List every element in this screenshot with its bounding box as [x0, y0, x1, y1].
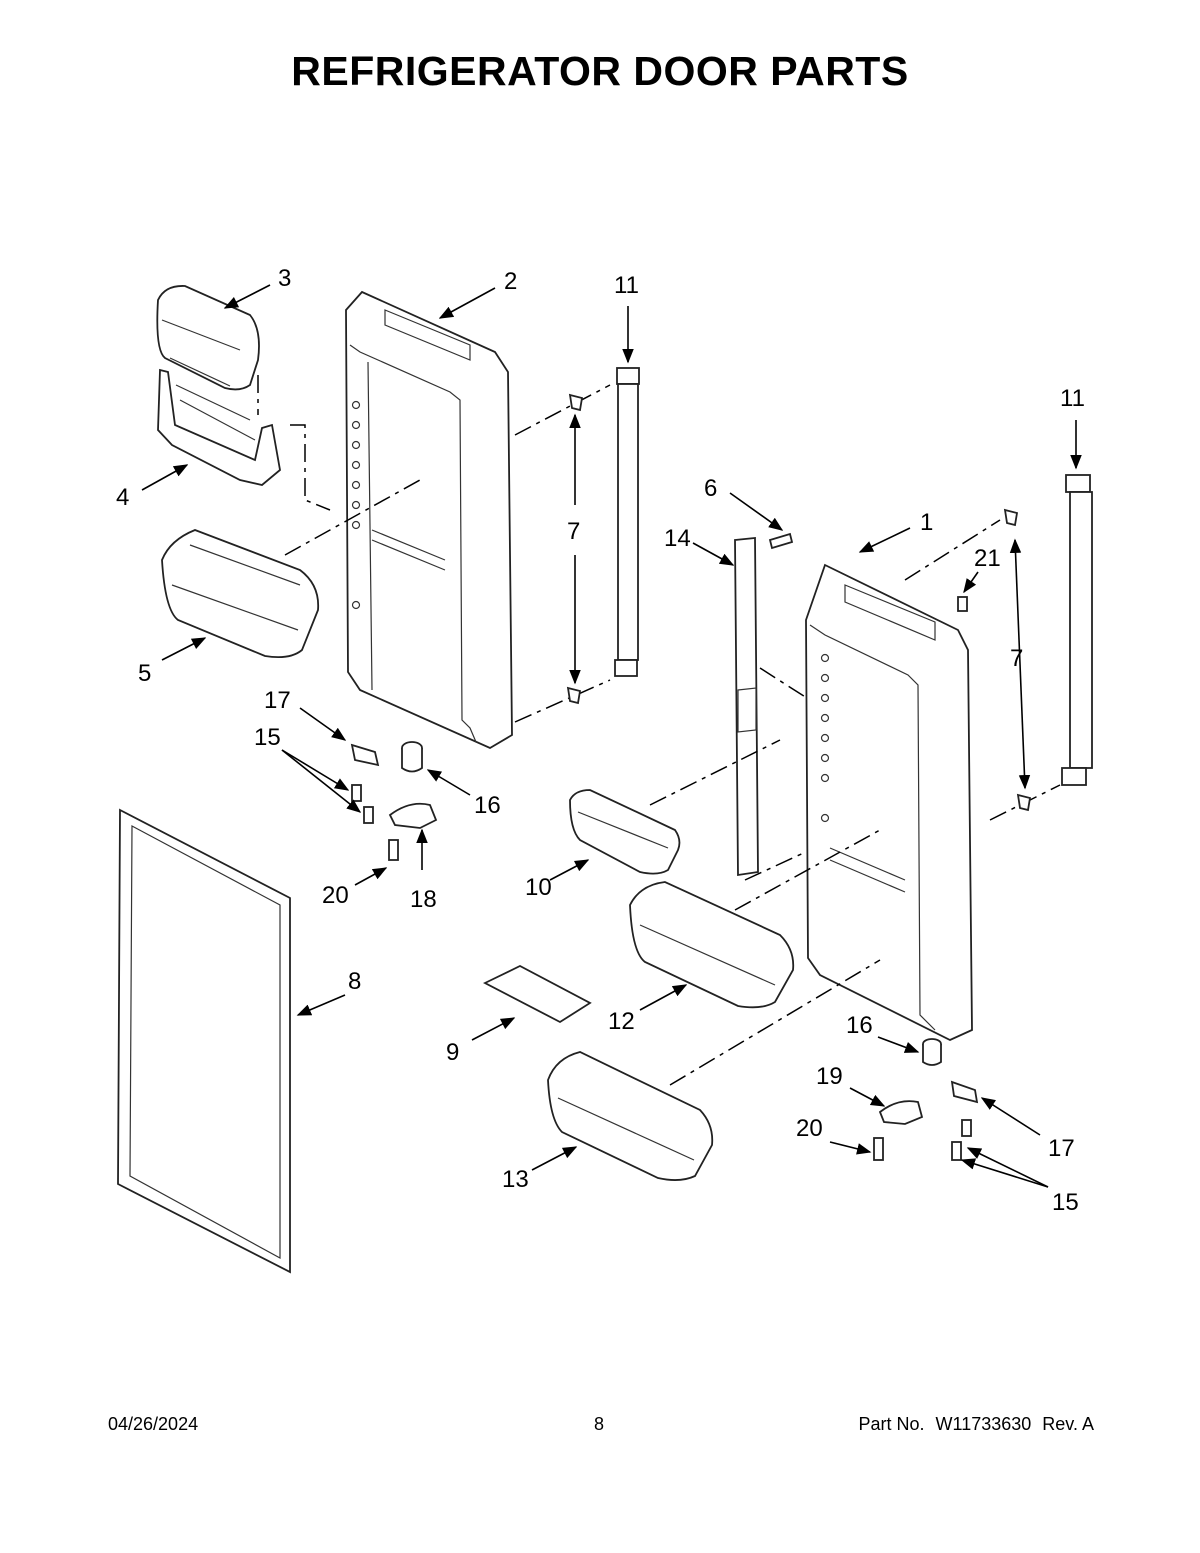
assembly-line: [669, 959, 881, 1086]
part-10-small-bin: [569, 789, 681, 875]
page-title: REFRIGERATOR DOOR PARTS: [291, 48, 909, 94]
assembly-line: [759, 667, 811, 701]
part-13-door-bin: [547, 1051, 714, 1181]
callout-7-right: 7: [1010, 645, 1023, 672]
callout-21: 21: [974, 545, 1001, 572]
callout-18: 18: [410, 886, 437, 913]
callout-10: 10: [525, 874, 552, 901]
assembly-line: [514, 679, 611, 723]
part-18-door-closer-left: [388, 802, 438, 829]
assembly-line: [290, 424, 331, 511]
footer-page-number: 8: [594, 1414, 605, 1434]
part-15-screw-right: [951, 1119, 972, 1161]
part-4-dairy-bin: [157, 368, 281, 486]
assembly-line: [744, 849, 811, 881]
part-20-screw-right: [873, 1137, 884, 1161]
assembly-line: [734, 829, 881, 911]
part-14-mullion: [734, 537, 759, 877]
callout-1: 1: [920, 509, 933, 536]
part-2-left-door: [345, 290, 513, 750]
callout-labels: 3 2 11 4 7 5 6 14 1 11 21 7 17 15 16 18 …: [116, 265, 1085, 1216]
callout-17-left: 17: [264, 687, 291, 714]
callout-16-left: 16: [474, 792, 501, 819]
callout-15-right: 15: [1052, 1189, 1079, 1216]
part-7-screw: [566, 393, 584, 705]
callout-11-right: 11: [1060, 385, 1085, 412]
part-17-hinge-bracket-left: [350, 743, 380, 767]
part-16-hinge-bushing-left: [401, 741, 423, 773]
callout-5: 5: [138, 660, 151, 687]
part-5-door-bin: [161, 529, 320, 659]
footer-part-info: Part No. W11733630 Rev. A: [852, 1414, 1094, 1435]
callout-7-left: 7: [567, 518, 580, 545]
assembly-line: [284, 479, 421, 556]
part-8-door-gasket: [117, 808, 291, 1274]
callout-3: 3: [278, 265, 291, 292]
callout-11-left: 11: [614, 272, 639, 299]
callout-17-right: 17: [1048, 1135, 1075, 1162]
callout-9: 9: [446, 1039, 459, 1066]
part-19-door-closer-right: [878, 1100, 924, 1125]
part-9-divider: [482, 964, 592, 1024]
part-17-hinge-bracket-right: [950, 1080, 979, 1104]
assembly-line: [649, 739, 781, 806]
callout-15-left: 15: [254, 724, 281, 751]
callout-13: 13: [502, 1166, 529, 1193]
assembly-line: [514, 384, 611, 436]
footer-revision: Rev. A: [1042, 1414, 1094, 1434]
callout-8: 8: [348, 968, 361, 995]
leader-arrows: [141, 284, 1082, 1188]
part-20-screw-left: [388, 839, 399, 861]
callout-12: 12: [608, 1008, 635, 1035]
assembly-line: [904, 519, 1001, 581]
part-11-handle-left: [614, 367, 640, 677]
part-16-hinge-bushing-right: [922, 1038, 942, 1066]
footer-part-number: W11733630: [935, 1414, 1032, 1434]
part-12-door-bin: [629, 881, 795, 1009]
callout-14: 14: [664, 525, 691, 552]
footer-part-label: Part No.: [858, 1414, 925, 1434]
callout-6: 6: [704, 475, 717, 502]
callout-2: 2: [504, 268, 517, 295]
callout-19: 19: [816, 1063, 843, 1090]
callout-20-right: 20: [796, 1115, 823, 1142]
part-15-screw-left: [351, 784, 374, 824]
part-3-bin-cover: [156, 285, 260, 391]
part-21-screw: [957, 596, 968, 612]
part-1-right-door: [805, 563, 973, 1041]
footer-date: 04/26/2024: [108, 1414, 199, 1434]
callout-20-left: 20: [322, 882, 349, 909]
part-11-handle-right: [1061, 474, 1093, 786]
part-6-mullion-screw: [768, 532, 794, 550]
callout-4: 4: [116, 484, 129, 511]
part-7-screw-right: [1003, 508, 1032, 812]
callout-16-right: 16: [846, 1012, 873, 1039]
